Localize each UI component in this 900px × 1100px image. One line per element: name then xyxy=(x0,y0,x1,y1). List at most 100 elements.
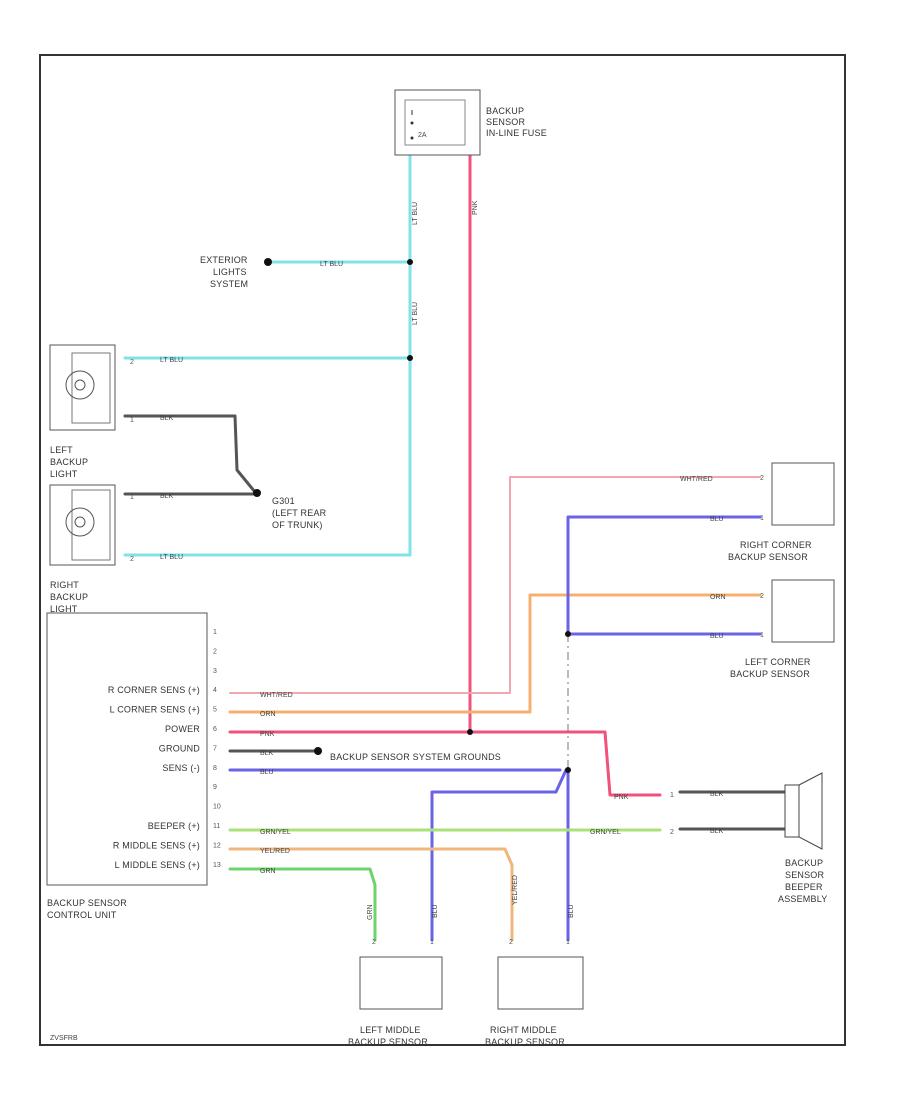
wire-label: ORN xyxy=(710,594,726,601)
wire-label: YEL/RED xyxy=(260,848,290,855)
pin-number: 2 xyxy=(760,593,764,600)
pin-number: 2 xyxy=(130,556,134,563)
fuse-label-3: IN-LINE FUSE xyxy=(486,128,547,138)
wire-label: GRN/YEL xyxy=(260,829,291,836)
wire-label: ORN xyxy=(260,711,276,718)
wire-label: PNK xyxy=(260,731,275,738)
exterior-lights-connector xyxy=(264,258,272,266)
wire-label: BLK xyxy=(160,415,174,422)
right-light-label-1: RIGHT xyxy=(50,580,79,590)
wire-yel-red-r-middle xyxy=(228,847,514,942)
wire-blk-left-light-ground xyxy=(123,414,257,494)
diagram-code: ZVSFRB xyxy=(50,1035,78,1042)
control-unit-terminal-label: R CORNER SENS (+) xyxy=(108,685,200,695)
wire-label: BLU xyxy=(568,904,575,918)
system-grounds-label: BACKUP SENSOR SYSTEM GROUNDS xyxy=(330,752,501,762)
pin-number: 1 xyxy=(760,515,764,522)
wire-blu-left-middle xyxy=(430,768,568,942)
right-light-label-2: BACKUP xyxy=(50,592,88,602)
g301-label-2: (LEFT REAR xyxy=(272,508,327,518)
control-unit-terminal-label: L MIDDLE SENS (+) xyxy=(115,860,200,870)
wire-label: BLK xyxy=(710,791,724,798)
control-unit-terminal-label: L CORNER SENS (+) xyxy=(110,705,200,715)
left-light-label-2: BACKUP xyxy=(50,457,88,467)
right-backup-light xyxy=(49,484,116,566)
wire-label: GRN xyxy=(260,868,276,875)
left-corner-sensor xyxy=(771,579,835,643)
fuse-label-2: SENSOR xyxy=(486,117,526,127)
splice-dot xyxy=(565,631,571,637)
wire-blu-r-corner xyxy=(566,515,762,636)
diagram-frame xyxy=(39,54,846,1046)
wire-label: LT BLU xyxy=(412,202,419,225)
left-light-label-1: LEFT xyxy=(50,445,73,455)
g301-label-1: G301 xyxy=(272,496,295,506)
left-corner-label-2: BACKUP SENSOR xyxy=(730,669,810,679)
control-unit-pin-6: 6 xyxy=(213,726,217,733)
pin-number: 1 xyxy=(760,632,764,639)
wire-label: YEL/RED xyxy=(512,875,519,905)
pin-number: 1 xyxy=(670,792,674,799)
left-middle-sensor xyxy=(359,956,443,1010)
control-unit-terminal-label: POWER xyxy=(165,724,200,734)
wire-label: WHT/RED xyxy=(260,692,293,699)
control-unit-pin-12: 12 xyxy=(213,842,221,849)
beeper-label-2: SENSOR xyxy=(785,870,825,880)
splice-dot xyxy=(565,767,571,773)
right-middle-label-1: RIGHT MIDDLE xyxy=(490,1025,557,1035)
ground-g301-symbol xyxy=(253,489,261,497)
control-unit-pin-9: 9 xyxy=(213,784,217,791)
pin-number: 1 xyxy=(130,417,134,424)
fuse-box xyxy=(394,89,481,156)
wire-label: WHT/RED xyxy=(680,476,713,483)
left-light-label-3: LIGHT xyxy=(50,469,78,479)
control-unit-pin-4: 4 xyxy=(213,687,217,694)
pin-number: 1 xyxy=(130,494,134,501)
wire-label: BLU xyxy=(432,904,439,918)
right-corner-sensor xyxy=(771,462,835,526)
wire-wht-red-r-corner xyxy=(229,476,761,694)
splice-dot xyxy=(407,259,413,265)
splice-dot xyxy=(467,729,473,735)
wire-label: PNK xyxy=(472,200,479,215)
wire-label: LT BLU xyxy=(160,357,183,364)
exterior-lights-label-3: SYSTEM xyxy=(210,279,248,289)
pin-number: 1 xyxy=(430,939,434,946)
pin-number: 2 xyxy=(760,475,764,482)
wire-label: BLU xyxy=(260,769,274,776)
control-unit-terminal-label: GROUND xyxy=(159,743,200,753)
control-unit-pin-5: 5 xyxy=(213,707,217,714)
control-unit-label-1: BACKUP SENSOR xyxy=(47,898,127,908)
control-unit-pin-3: 3 xyxy=(213,668,217,675)
control-unit-pin-13: 13 xyxy=(213,862,221,869)
wire-pnk-cu-to-beeper xyxy=(228,730,662,797)
wire-label: BLK xyxy=(160,493,174,500)
control-unit-pin-1: 1 xyxy=(213,629,217,636)
pin-number: 2 xyxy=(130,359,134,366)
control-unit-box xyxy=(46,612,208,886)
beeper-label-4: ASSEMBLY xyxy=(778,894,827,904)
control-unit-terminal-label: BEEPER (+) xyxy=(148,821,200,831)
beeper-label-1: BACKUP xyxy=(785,858,823,868)
left-middle-label-1: LEFT MIDDLE xyxy=(360,1025,421,1035)
right-light-label-3: LIGHT xyxy=(50,604,78,614)
fuse-label-1: BACKUP xyxy=(486,106,524,116)
right-middle-label-2: BACKUP SENSOR xyxy=(485,1037,565,1047)
wire-orn-l-corner xyxy=(228,593,762,714)
exterior-lights-label-2: LIGHTS xyxy=(213,267,247,277)
pin-number: 1 xyxy=(566,939,570,946)
control-unit-pin-10: 10 xyxy=(213,804,221,811)
g301-label-3: OF TRUNK) xyxy=(272,520,323,530)
control-unit-label-2: CONTROL UNIT xyxy=(47,910,117,920)
wire-label: GRN xyxy=(367,904,374,920)
wire-label: LT BLU xyxy=(320,261,343,268)
control-unit-pin-2: 2 xyxy=(213,648,217,655)
wire-label: BLK xyxy=(710,828,724,835)
wire-label: LT BLU xyxy=(412,302,419,325)
left-corner-label-1: LEFT CORNER xyxy=(745,657,811,667)
control-unit-terminal-label: R MIDDLE SENS (+) xyxy=(113,840,200,850)
wire-label: PNK xyxy=(614,794,629,801)
splice-dot xyxy=(407,355,413,361)
wire-grn-l-middle xyxy=(228,867,377,942)
